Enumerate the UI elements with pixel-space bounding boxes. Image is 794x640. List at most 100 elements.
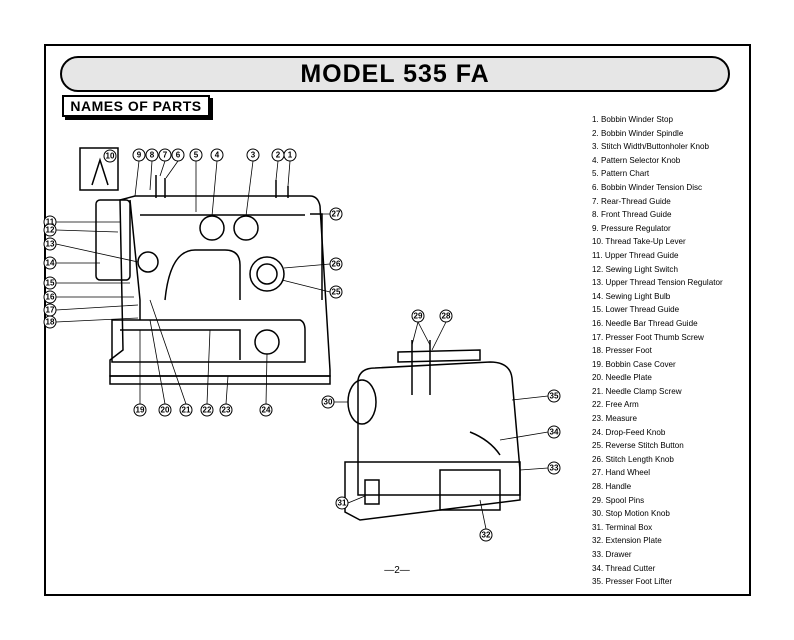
callout-17: 17: [46, 306, 55, 315]
callout-7: 7: [163, 151, 168, 160]
callout-10: 10: [106, 152, 115, 161]
tension-regulator-drawing: [137, 251, 159, 273]
list-item: 4. Pattern Selector Knob: [592, 155, 681, 165]
callout-8: 8: [150, 151, 155, 160]
callout-18: 18: [46, 318, 55, 327]
drop-feed-knob-drawing: [254, 329, 280, 355]
callout-22: 22: [203, 406, 212, 415]
callout-24: 24: [262, 406, 271, 415]
callout-16: 16: [46, 293, 55, 302]
section-heading-box: NAMES OF PARTS: [62, 95, 210, 117]
callout-35: 35: [550, 392, 559, 401]
list-item: 34. Thread Cutter: [592, 563, 656, 573]
list-item: 29. Spool Pins: [592, 495, 645, 505]
callout-1: 1: [288, 151, 293, 160]
rear-needle-area: [469, 431, 501, 456]
callout-26: 26: [332, 260, 341, 269]
stitch-length-knob-drawing: [249, 256, 285, 292]
front-arm-opening: [164, 249, 241, 301]
callout-11: 11: [46, 218, 55, 227]
inset-detail: [91, 157, 109, 186]
list-item: 17. Presser Foot Thumb Screw: [592, 332, 704, 342]
title-banner: MODEL 535 FA: [60, 56, 730, 92]
callout-12: 12: [46, 226, 55, 235]
front-free-arm: [111, 319, 306, 363]
section-heading: NAMES OF PARTS: [70, 98, 202, 114]
rear-terminal-box: [364, 479, 380, 505]
callout-20: 20: [161, 406, 170, 415]
list-item: 18. Presser Foot: [592, 346, 652, 356]
list-item: 15. Lower Thread Guide: [592, 305, 680, 315]
callout-5: 5: [194, 151, 199, 160]
stitch-width-knob-drawing: [233, 215, 259, 241]
list-item: 25. Reverse Stitch Button: [592, 441, 684, 451]
list-item: 27. Hand Wheel: [592, 468, 651, 478]
front-machine-base: [109, 375, 331, 385]
list-item: 8. Front Thread Guide: [592, 210, 672, 220]
rear-spool-pins: [411, 340, 431, 395]
list-item: 11. Upper Thread Guide: [592, 250, 679, 260]
list-item: 19. Bobbin Case Cover: [592, 359, 676, 369]
list-item: 28. Handle: [592, 482, 632, 492]
list-item: 30. Stop Motion Knob: [592, 509, 670, 519]
page-number: —2—: [384, 565, 410, 576]
callout-34: 34: [550, 428, 559, 437]
list-item: 5. Pattern Chart: [592, 169, 650, 179]
inset-box: [79, 147, 119, 191]
leader-lines: [55, 160, 549, 530]
callout-3: 3: [251, 151, 256, 160]
list-item: 16. Needle Bar Thread Guide: [592, 318, 698, 328]
callout-14: 14: [46, 259, 55, 268]
list-item: 6. Bobbin Winder Tension Disc: [592, 182, 703, 192]
list-item: 32. Extension Plate: [592, 536, 662, 546]
callout-13: 13: [46, 240, 55, 249]
callout-25: 25: [332, 288, 341, 297]
list-item: 24. Drop-Feed Knob: [592, 427, 666, 437]
rear-machine-drawing: [344, 340, 521, 521]
list-item: 20. Needle Plate: [592, 373, 652, 383]
callout-28: 28: [442, 312, 451, 321]
needle-bar: [129, 199, 141, 320]
callout-27: 27: [332, 210, 341, 219]
rear-callouts: 28 29 30 31 32 33 34 35: [321, 309, 561, 542]
callout-9: 9: [137, 151, 142, 160]
callout-23: 23: [222, 406, 231, 415]
list-item: 13. Upper Thread Tension Regulator: [592, 278, 723, 288]
front-machine-drawing: [79, 147, 331, 385]
list-item: 10. Thread Take-Up Lever: [592, 237, 686, 247]
callout-33: 33: [550, 464, 559, 473]
parts-list: 1. Bobbin Winder Stop 2. Bobbin Winder S…: [592, 113, 752, 589]
front-light-cover: [95, 199, 131, 281]
callout-6: 6: [176, 151, 181, 160]
rear-handle: [397, 349, 481, 363]
front-free-arm-detail: [120, 329, 241, 360]
callout-19: 19: [136, 406, 145, 415]
list-item: 14. Sewing Light Bulb: [592, 291, 671, 301]
rear-stop-motion-knob: [347, 379, 377, 425]
list-item: 12. Sewing Light Switch: [592, 264, 678, 274]
list-item: 1. Bobbin Winder Stop: [592, 115, 674, 124]
callout-31: 31: [338, 499, 347, 508]
list-item: 21. Needle Clamp Screw: [592, 386, 682, 396]
list-item: 23. Measure: [592, 414, 638, 424]
front-machine-body: [109, 195, 331, 377]
list-item: 26. Stitch Length Knob: [592, 454, 674, 464]
reverse-button-drawing: [256, 263, 278, 285]
top-spindles: [155, 175, 289, 198]
pattern-selector-knob-drawing: [199, 215, 225, 241]
page-title: MODEL 535 FA: [300, 59, 490, 88]
callout-2: 2: [276, 151, 281, 160]
callout-21: 21: [182, 406, 191, 415]
callout-32: 32: [482, 531, 491, 540]
list-item: 9. Pressure Regulator: [592, 223, 671, 233]
callout-29: 29: [414, 312, 423, 321]
list-item: 2. Bobbin Winder Spindle: [592, 128, 684, 138]
list-item: 3. Stitch Width/Buttonholer Knob: [592, 142, 709, 152]
rear-extension-plate: [439, 469, 501, 511]
callout-4: 4: [215, 151, 220, 160]
list-item: 35. Presser Foot Lifter: [592, 577, 673, 587]
list-item: 31. Terminal Box: [592, 522, 653, 532]
list-item: 33. Drawer: [592, 550, 632, 559]
list-item: 22. Free Arm: [592, 400, 639, 410]
